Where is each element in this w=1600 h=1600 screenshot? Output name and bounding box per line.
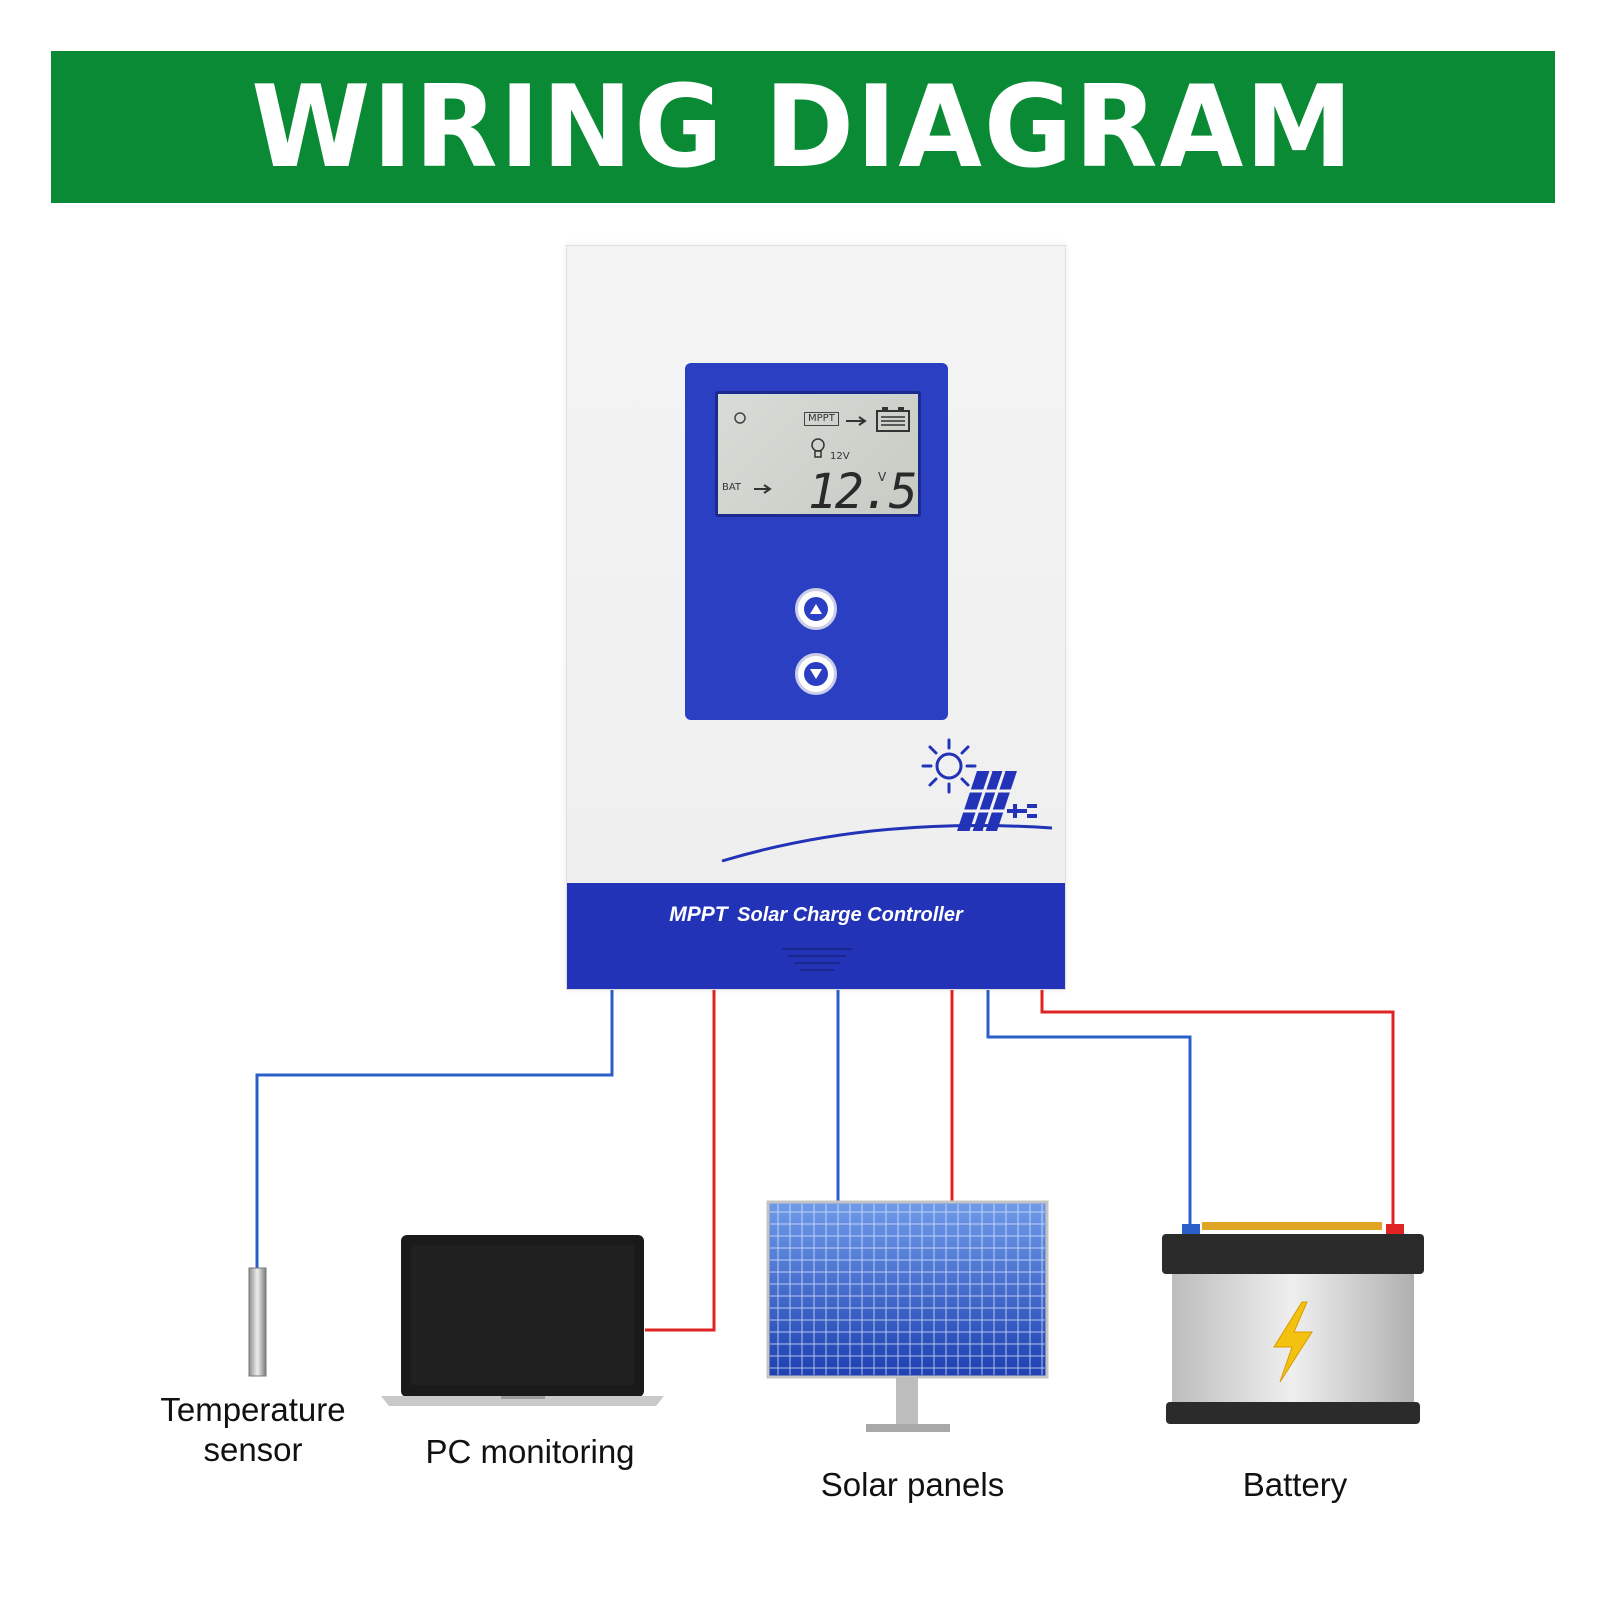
night-icon [734, 412, 746, 424]
battery-positive-wire [1040, 988, 1395, 1232]
battery-pack-icon [1162, 1222, 1424, 1424]
arrow-right-icon [754, 484, 772, 494]
lcd-bat-tag: BAT [722, 482, 742, 493]
solar-panel-logo-icon [957, 770, 1037, 832]
temperature-sensor-label: Temperature sensor [160, 1391, 346, 1468]
vent-grille [782, 948, 852, 971]
bulb-icon [811, 438, 825, 458]
battery-negative-wire [986, 988, 1192, 1232]
controller-footer: MPPT Solar Charge Controller [567, 883, 1065, 989]
control-panel: MPPT 12V BAT 12.5 V [685, 363, 948, 720]
triangle-up-icon [810, 604, 822, 614]
lcd-mode-tag: MPPT [804, 412, 839, 426]
pc-wire [645, 988, 716, 1332]
solar-panels-label: Solar panels [820, 1466, 1005, 1503]
charge-controller: MPPT 12V BAT 12.5 V [566, 245, 1066, 990]
up-button[interactable] [795, 588, 837, 630]
arrow-right-icon [846, 416, 867, 426]
solar-panel-icon [766, 1200, 1049, 1432]
sensor-wire [255, 988, 614, 1270]
product-label: MPPT Solar Charge Controller [567, 903, 1065, 927]
battery-icon [876, 407, 910, 432]
triangle-down-icon [810, 669, 822, 679]
lcd-system-voltage: 12V [830, 451, 850, 462]
swoosh-decoration [721, 823, 1053, 863]
page-title: WIRING DIAGRAM [251, 61, 1355, 193]
lcd-reading: 12.5 [808, 464, 918, 517]
temperature-sensor-probe [248, 1267, 267, 1377]
pc-monitoring-label: PC monitoring [425, 1433, 635, 1470]
down-button[interactable] [795, 653, 837, 695]
lcd-display: MPPT 12V BAT 12.5 V [715, 391, 921, 517]
battery-label: Battery [1242, 1466, 1348, 1503]
product-label-mppt: MPPT [669, 903, 728, 926]
lcd-unit: V [878, 470, 887, 484]
sun-icon [921, 738, 977, 794]
header-banner: WIRING DIAGRAM [51, 51, 1555, 203]
laptop-icon [381, 1235, 664, 1406]
product-label-rest: Solar Charge Controller [737, 904, 963, 926]
